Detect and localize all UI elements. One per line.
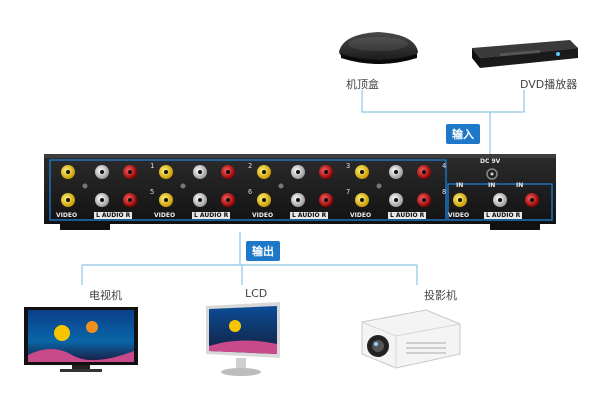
lcd-monitor-icon <box>206 302 280 376</box>
set-top-box-icon <box>339 32 418 64</box>
target-label-lcd: LCD <box>245 287 268 300</box>
input-in-label: IN <box>516 182 524 189</box>
output-group-1 <box>61 165 137 207</box>
output-badge: 输出 <box>246 241 280 261</box>
audio-label: L AUDIO R <box>290 212 329 219</box>
video-label: VIDEO <box>154 212 176 219</box>
source-label-set-top-box: 机顶盒 <box>346 78 379 91</box>
port-number-5: 5 <box>150 188 155 196</box>
input-jacks <box>453 168 539 207</box>
video-label: VIDEO <box>56 212 78 219</box>
output-group-2 <box>159 165 235 207</box>
output-group-4 <box>355 165 431 207</box>
input-line <box>361 90 525 113</box>
input-badge: 输入 <box>446 124 480 144</box>
input-in-label: IN <box>488 182 496 189</box>
video-label: VIDEO <box>350 212 372 219</box>
port-number-3: 3 <box>346 162 351 170</box>
port-number-2: 2 <box>248 162 253 170</box>
target-label-projector: 投影机 <box>424 289 457 302</box>
port-number-6: 6 <box>248 188 253 196</box>
target-label-tv: 电视机 <box>89 289 122 302</box>
port-number-7: 7 <box>346 188 351 196</box>
port-number-8: 8 <box>442 188 447 196</box>
av-switch-device <box>44 154 556 230</box>
projector-icon <box>361 309 461 369</box>
audio-label: L AUDIO R <box>192 212 231 219</box>
input-in-label: IN <box>456 182 464 189</box>
video-label: VIDEO <box>252 212 274 219</box>
input-video-label: VIDEO <box>448 212 470 219</box>
input-audio-label: L AUDIO R <box>484 212 523 219</box>
audio-label: L AUDIO R <box>388 212 427 219</box>
port-number-4: 4 <box>442 162 447 170</box>
audio-label: L AUDIO R <box>94 212 133 219</box>
tv-icon <box>24 307 138 372</box>
dvd-player-icon <box>472 40 578 68</box>
output-group-3 <box>257 165 333 207</box>
port-number-1: 1 <box>150 162 155 170</box>
dc-power-label: DC 9V <box>480 158 501 165</box>
source-label-dvd-player: DVD播放器 <box>520 78 578 91</box>
